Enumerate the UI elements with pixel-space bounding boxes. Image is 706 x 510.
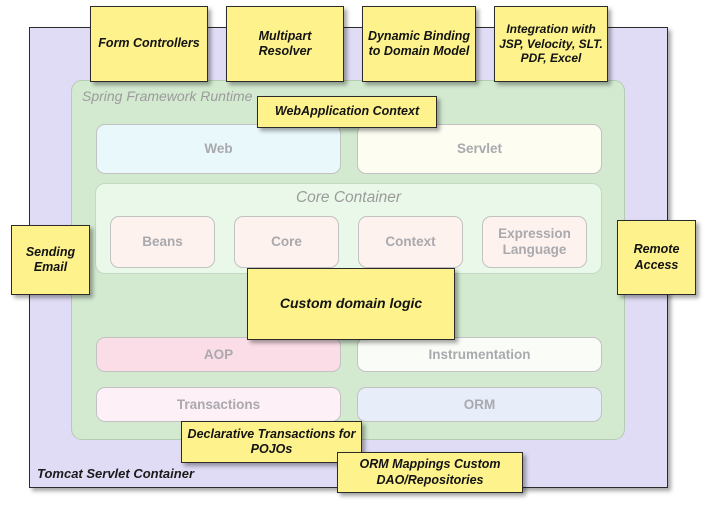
module-web: Web — [96, 124, 341, 174]
note-webapplication-context-text: WebApplication Context — [274, 104, 420, 119]
note-multipart-resolver: Multipart Resolver — [226, 6, 344, 82]
note-form-controllers: Form Controllers — [90, 6, 208, 82]
note-custom-domain-logic-text: Custom domain logic — [279, 295, 423, 312]
module-instrumentation-label: Instrumentation — [428, 346, 531, 362]
module-context: Context — [358, 216, 463, 268]
note-remote-access-text: Remote Access — [633, 242, 680, 272]
note-remote-access: Remote Access — [617, 220, 696, 295]
note-declarative-transactions-text: Declarative Transactions for POJOs — [187, 426, 356, 456]
note-orm-mappings: ORM Mappings Custom DAO/Repositories — [337, 452, 523, 493]
module-context-label: Context — [385, 234, 436, 250]
note-orm-mappings-text: ORM Mappings Custom DAO/Repositories — [359, 457, 501, 487]
module-transactions: Transactions — [96, 387, 341, 422]
note-dynamic-binding: Dynamic Binding to Domain Model — [362, 6, 476, 82]
module-servlet: Servlet — [357, 124, 602, 174]
module-core-label: Core — [271, 234, 302, 250]
spring-framework-runtime-label: Spring Framework Runtime — [82, 88, 253, 104]
note-declarative-transactions: Declarative Transactions for POJOs — [181, 421, 362, 463]
module-transactions-label: Transactions — [176, 396, 261, 412]
note-webapplication-context: WebApplication Context — [257, 96, 437, 128]
module-aop: AOP — [96, 337, 341, 372]
module-beans: Beans — [110, 216, 215, 268]
module-aop-label: AOP — [203, 346, 234, 362]
module-expression-language-label: Expression Language — [498, 226, 571, 257]
module-instrumentation: Instrumentation — [357, 337, 602, 372]
note-form-controllers-text: Form Controllers — [98, 36, 200, 51]
note-sending-email-text: Sending Email — [25, 244, 76, 274]
core-container-title: Core Container — [295, 189, 402, 206]
note-integration-text: Integration with JSP, Velocity, SLT. PDF… — [499, 22, 603, 66]
module-orm-label: ORM — [463, 396, 496, 412]
module-web-label: Web — [204, 141, 233, 157]
tomcat-servlet-container-label: Tomcat Servlet Container — [37, 466, 195, 481]
note-sending-email: Sending Email — [11, 225, 90, 295]
module-expression-language: Expression Language — [482, 216, 587, 268]
module-servlet-label: Servlet — [456, 141, 503, 157]
note-integration: Integration with JSP, Velocity, SLT. PDF… — [494, 6, 608, 82]
note-custom-domain-logic: Custom domain logic — [247, 268, 455, 340]
note-dynamic-binding-text: Dynamic Binding to Domain Model — [367, 28, 471, 58]
module-beans-label: Beans — [142, 234, 183, 250]
module-orm: ORM — [357, 387, 602, 422]
module-core: Core — [234, 216, 339, 268]
note-multipart-resolver-text: Multipart Resolver — [258, 28, 312, 58]
